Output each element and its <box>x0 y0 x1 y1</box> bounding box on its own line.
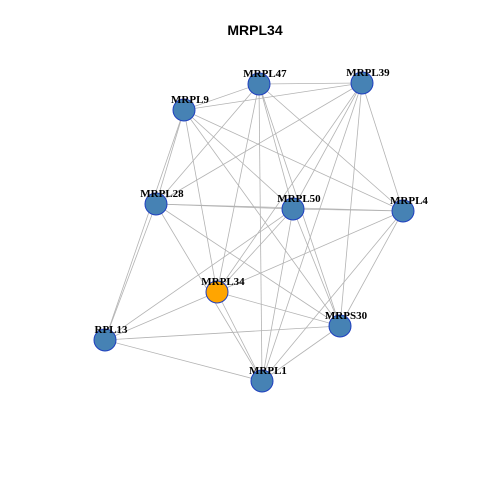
edge-mrpl28-mrps30 <box>155 203 341 327</box>
edge-mrpl47-mrpl1 <box>258 83 263 382</box>
node-label: MRPS30 <box>325 310 368 322</box>
edge-mrpl4-mrps30 <box>339 210 404 327</box>
edge-mrpl50-mrpl1 <box>261 208 294 382</box>
edge-mrps30-rpl13 <box>104 325 341 341</box>
node-circle[interactable] <box>144 192 168 216</box>
edge-layer <box>104 82 404 382</box>
node-label: MRPL28 <box>140 188 184 200</box>
node-label: MRPL50 <box>277 193 321 205</box>
node-label: MRPL1 <box>249 365 287 377</box>
node-circle[interactable] <box>328 314 352 338</box>
edge-mrpl47-mrpl50 <box>258 83 294 210</box>
edge-rpl13-mrpl1 <box>104 339 263 382</box>
edge-mrpl39-mrps30 <box>339 82 363 327</box>
node-rpl13[interactable]: RPL13 <box>93 324 129 352</box>
node-label: MRPL34 <box>201 276 245 288</box>
edge-mrpl4-mrpl34 <box>216 210 404 293</box>
node-circle[interactable] <box>281 197 305 221</box>
edge-mrpl47-mrpl34 <box>216 83 260 293</box>
edge-mrpl34-mrpl1 <box>216 291 263 382</box>
edge-mrpl9-mrps30 <box>183 109 341 327</box>
edge-mrpl28-mrpl4 <box>155 203 404 212</box>
node-mrpl28[interactable]: MRPL28 <box>140 188 184 216</box>
node-label: MRPL47 <box>243 68 287 80</box>
edge-mrpl50-rpl13 <box>104 208 294 341</box>
edge-mrpl9-mrpl4 <box>183 109 404 212</box>
node-circle[interactable] <box>391 199 415 223</box>
edge-mrpl47-mrpl28 <box>155 83 260 205</box>
node-circle[interactable] <box>93 328 117 352</box>
edge-mrpl34-mrps30 <box>216 291 341 327</box>
edge-mrpl39-mrpl34 <box>216 82 363 293</box>
node-circle[interactable] <box>350 71 374 95</box>
edge-mrpl9-rpl13 <box>104 109 185 341</box>
edge-mrpl47-mrpl9 <box>183 83 260 111</box>
node-mrpl4[interactable]: MRPL4 <box>390 195 428 223</box>
node-circle[interactable] <box>172 98 196 122</box>
edge-mrpl39-mrpl9 <box>183 82 363 111</box>
edge-mrpl9-mrpl34 <box>183 109 218 293</box>
edge-mrpl39-mrpl28 <box>155 82 363 205</box>
edge-mrpl39-mrpl50 <box>292 82 363 210</box>
edge-mrps30-mrpl1 <box>261 325 341 382</box>
edge-mrpl47-mrpl39 <box>258 82 363 85</box>
node-label: MRPL4 <box>390 195 428 207</box>
edge-mrpl9-mrpl50 <box>183 109 294 210</box>
node-mrpl50[interactable]: MRPL50 <box>277 193 321 221</box>
node-mrpl47[interactable]: MRPL47 <box>243 68 287 96</box>
node-circle[interactable] <box>247 72 271 96</box>
edge-mrpl34-rpl13 <box>104 291 218 341</box>
node-mrpl34[interactable]: MRPL34 <box>201 276 245 304</box>
edge-mrpl4-mrpl1 <box>261 210 404 382</box>
edge-mrpl39-mrpl4 <box>361 82 404 212</box>
edge-mrpl39-mrpl1 <box>261 82 363 382</box>
edge-mrpl9-mrpl28 <box>155 109 185 205</box>
node-circle[interactable] <box>205 280 229 304</box>
node-circle[interactable] <box>250 369 274 393</box>
node-label: MRPL39 <box>346 67 390 79</box>
node-mrps30[interactable]: MRPS30 <box>325 310 368 338</box>
graph-title: MRPL34 <box>227 22 282 38</box>
node-mrpl39[interactable]: MRPL39 <box>346 67 390 95</box>
edge-mrpl28-rpl13 <box>104 203 157 341</box>
edge-mrpl50-mrps30 <box>292 208 341 327</box>
edge-mrpl50-mrpl34 <box>216 208 294 293</box>
node-label: MRPL9 <box>171 94 209 106</box>
edge-mrpl50-mrpl4 <box>292 208 404 212</box>
node-mrpl9[interactable]: MRPL9 <box>171 94 209 122</box>
node-mrpl1[interactable]: MRPL1 <box>249 365 287 393</box>
node-label: RPL13 <box>95 324 129 336</box>
edge-mrpl47-mrpl4 <box>258 83 404 212</box>
